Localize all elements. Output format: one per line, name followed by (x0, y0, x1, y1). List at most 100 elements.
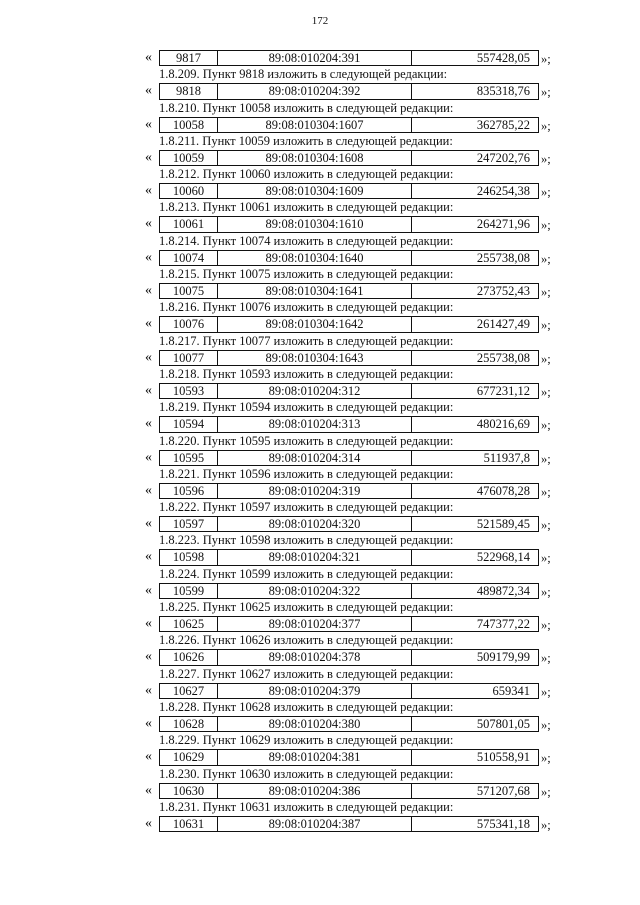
row-table: 10629 89:08:010204:381 510558,91 (159, 749, 539, 766)
opening-quote: « (145, 516, 152, 532)
opening-quote: « (145, 416, 152, 432)
value-cell: 835318,76 (476, 84, 530, 99)
opening-quote: « (145, 749, 152, 765)
table-row: « 10076 89:08:010304:1642 261427,49 »; (0, 316, 640, 333)
value-cell: 362785,22 (476, 117, 530, 132)
cadastral-number-cell: 89:08:010304:1641 (218, 284, 412, 299)
value-cell: 522968,14 (476, 550, 530, 565)
row-table: 10594 89:08:010204:313 480216,69 (159, 416, 539, 433)
closing-quote: »; (541, 784, 551, 799)
row-table: 10596 89:08:010204:319 476078,28 (159, 482, 539, 500)
cadastral-number-cell: 89:08:010204:313 (218, 417, 412, 432)
value-cell: 273752,43 (476, 284, 530, 299)
paragraph-instruction: 1.8.222. Пункт 10597 изложить в следующе… (159, 500, 454, 515)
value-cell: 255738,08 (476, 350, 530, 365)
item-number-cell: 10077 (160, 350, 218, 365)
opening-quote: « (145, 449, 152, 465)
paragraph-instruction: 1.8.230. Пункт 10630 изложить в следующе… (159, 766, 454, 781)
opening-quote: « (145, 249, 152, 265)
table-row: « 10625 89:08:010204:377 747377,22 »; (0, 616, 640, 633)
cadastral-number-cell: 89:08:010204:319 (218, 483, 412, 499)
closing-quote: »; (541, 717, 551, 732)
amendment-entry: 1.8.220. Пункт 10595 изложить в следующе… (0, 433, 640, 466)
table-row: « 10058 89:08:010304:1607 362785,22 »; (0, 116, 640, 133)
closing-quote: »; (541, 52, 551, 66)
paragraph-instruction: 1.8.216. Пункт 10076 изложить в следующе… (159, 300, 454, 315)
row-table: 10074 89:08:010304:1640 255738,08 (159, 249, 539, 267)
amendment-entry: 1.8.230. Пункт 10630 изложить в следующе… (0, 766, 640, 799)
row-table: 10593 89:08:010204:312 677231,12 (159, 382, 539, 400)
amendment-entry: 1.8.210. Пункт 10058 изложить в следующе… (0, 100, 640, 133)
table-row: « 9817 89:08:010204:391 557428,05 »; (0, 50, 640, 67)
value-cell: 571207,68 (476, 783, 530, 798)
amendment-entry: 1.8.217. Пункт 10077 изложить в следующе… (0, 333, 640, 366)
paragraph-instruction: 1.8.218. Пункт 10593 изложить в следующе… (159, 366, 454, 381)
paragraph-instruction: 1.8.210. Пункт 10058 изложить в следующе… (159, 100, 454, 115)
cadastral-number-cell: 89:08:010204:387 (218, 816, 412, 832)
row-table: 10076 89:08:010304:1642 261427,49 (159, 316, 539, 333)
opening-quote: « (145, 149, 152, 165)
closing-quote: »; (541, 151, 551, 166)
value-cell: 255738,08 (476, 250, 530, 265)
opening-quote: « (145, 283, 152, 299)
table-row: « 10628 89:08:010204:380 507801,05 »; (0, 715, 640, 733)
value-cell: 247202,76 (476, 150, 530, 165)
table-row: « 10597 89:08:010204:320 521589,45 »; (0, 516, 640, 533)
item-number-cell: 10058 (160, 117, 218, 132)
table-row: « 10593 89:08:010204:312 677231,12 »; (0, 382, 640, 400)
row-table: 9818 89:08:010204:392 835318,76 (159, 83, 539, 100)
paragraph-instruction: 1.8.211. Пункт 10059 изложить в следующе… (159, 133, 453, 148)
value-cell: 261427,49 (476, 317, 530, 332)
opening-quote: « (145, 682, 152, 698)
closing-quote: »; (541, 751, 551, 766)
document-body: « 9817 89:08:010204:391 557428,05 »; 1.8… (0, 50, 640, 833)
amendment-entry: 1.8.216. Пункт 10076 изложить в следующе… (0, 299, 640, 333)
closing-quote: »; (541, 451, 551, 466)
cadastral-number-cell: 89:08:010304:1643 (218, 350, 412, 365)
item-number-cell: 10599 (160, 583, 218, 599)
item-number-cell: 10075 (160, 284, 218, 299)
item-number-cell: 10594 (160, 417, 218, 432)
cadastral-number-cell: 89:08:010204:381 (218, 750, 412, 765)
value-cell: 507801,05 (476, 716, 530, 731)
table-row: « 10594 89:08:010204:313 480216,69 »; (0, 416, 640, 433)
row-table: 10597 89:08:010204:320 521589,45 (159, 516, 539, 533)
paragraph-instruction: 1.8.226. Пункт 10626 изложить в следующе… (159, 633, 454, 648)
item-number-cell: 10598 (160, 550, 218, 565)
amendment-entry: 1.8.209. Пункт 9818 изложить в следующей… (0, 66, 640, 100)
cadastral-number-cell: 89:08:010204:322 (218, 583, 412, 599)
closing-quote: »; (541, 418, 551, 433)
item-number-cell: 10629 (160, 750, 218, 765)
item-number-cell: 10059 (160, 150, 218, 166)
opening-quote: « (145, 50, 152, 65)
opening-quote: « (145, 815, 152, 831)
amendment-entry: 1.8.211. Пункт 10059 изложить в следующе… (0, 133, 640, 167)
closing-quote: »; (541, 684, 551, 699)
amendment-entry: 1.8.218. Пункт 10593 изложить в следующе… (0, 366, 640, 400)
item-number-cell: 10596 (160, 483, 218, 499)
cadastral-number-cell: 89:08:010304:1608 (218, 150, 412, 166)
paragraph-instruction: 1.8.209. Пункт 9818 изложить в следующей… (159, 67, 448, 82)
paragraph-instruction: 1.8.217. Пункт 10077 изложить в следующе… (159, 333, 454, 348)
opening-quote: « (145, 349, 152, 365)
row-table: 10595 89:08:010204:314 511937,8 (159, 449, 539, 466)
cadastral-number-cell: 89:08:010204:377 (218, 617, 412, 632)
item-number-cell: 10595 (160, 450, 218, 465)
cadastral-number-cell: 89:08:010204:378 (218, 650, 412, 665)
value-cell: 480216,69 (476, 417, 530, 432)
amendment-entry: 1.8.212. Пункт 10060 изложить в следующе… (0, 166, 640, 200)
item-number-cell: 10593 (160, 383, 218, 399)
cadastral-number-cell: 89:08:010304:1610 (218, 217, 412, 232)
opening-quote: « (145, 316, 152, 332)
table-row: « 10077 89:08:010304:1643 255738,08 »; (0, 349, 640, 366)
paragraph-instruction: 1.8.214. Пункт 10074 изложить в следующе… (159, 233, 454, 248)
closing-quote: »; (541, 518, 551, 533)
opening-quote: « (145, 715, 152, 731)
opening-quote: « (145, 782, 152, 798)
cadastral-number-cell: 89:08:010204:321 (218, 550, 412, 565)
item-number-cell: 10597 (160, 517, 218, 532)
row-table: 10058 89:08:010304:1607 362785,22 (159, 116, 539, 133)
amendment-entry: « 9817 89:08:010204:391 557428,05 »; (0, 50, 640, 67)
item-number-cell: 10625 (160, 617, 218, 632)
closing-quote: »; (541, 651, 551, 666)
